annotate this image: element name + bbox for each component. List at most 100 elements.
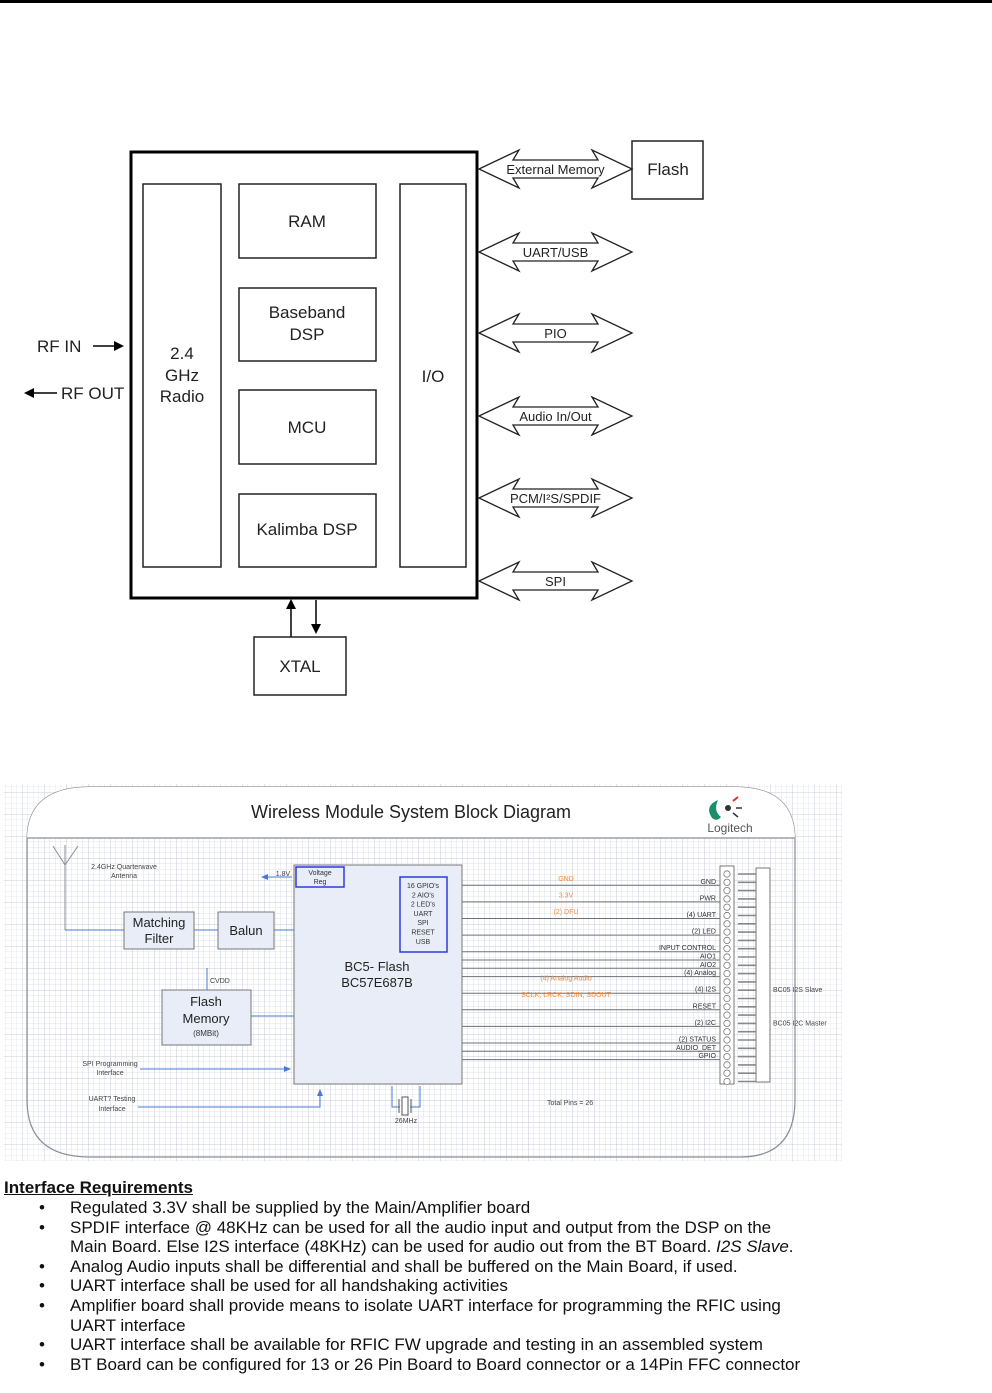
signal-note: 3.3V (559, 893, 574, 900)
signal-note: (2) DFU (554, 909, 579, 916)
baseband-dsp-block (238, 287, 377, 362)
voltage-reg-line2: Reg (314, 879, 327, 886)
uart-test-line2: Interface (98, 1106, 125, 1113)
io-list-item: RESET (411, 930, 435, 937)
chip-block-diagram: 2.4 GHz Radio RAM Baseband DSP MCU Kalim… (24, 140, 704, 696)
interface-label: SPI (545, 574, 566, 589)
antenna-label-line2: Antenna (111, 873, 137, 880)
requirement-item: Analog Audio inputs shall be differentia… (39, 1257, 904, 1277)
flash-label: Flash (647, 160, 689, 179)
connector-pin (723, 953, 731, 961)
rf-out-label: RF OUT (61, 384, 124, 403)
pin-label: AUDIO_DET (676, 1045, 717, 1052)
pin-label: GPIO (698, 1053, 716, 1060)
io-list-item: SPI (417, 920, 428, 927)
radio-block (142, 183, 222, 568)
requirements-list: Regulated 3.3V shall be supplied by the … (4, 1198, 904, 1374)
connector-pin (723, 886, 731, 895)
connector-pin (723, 1069, 731, 1077)
baseband-label-line2: DSP (290, 325, 325, 344)
v18-label: 1.8V (276, 871, 291, 878)
io-list-item: 2 LED's (411, 902, 436, 909)
pin-label: AIO1 (700, 954, 716, 961)
io-list-item: UART (414, 911, 434, 918)
flash-block (631, 140, 704, 200)
pin-label: (2) LED (692, 929, 716, 936)
interface-label: PIO (544, 326, 566, 341)
connector-pin (723, 911, 731, 920)
connector-pin (723, 1019, 731, 1028)
xtal-arrows (286, 599, 321, 637)
io-list-block (399, 876, 448, 953)
connector-pin (723, 928, 731, 936)
connector-pin (723, 1011, 731, 1019)
connector-header (755, 867, 771, 1083)
matching-filter-line2: Filter (145, 931, 175, 946)
pin-label: (4) I2S (695, 987, 716, 994)
baseband-label-line1: Baseband (269, 303, 346, 322)
interface-requirements: Interface Requirements Regulated 3.3V sh… (4, 1178, 904, 1374)
connector-pin (723, 895, 731, 903)
connector-pin (723, 1077, 731, 1086)
rf-in-arrow (93, 341, 124, 351)
system-diagram-title: Wireless Module System Block Diagram (251, 802, 571, 822)
rf-wires (65, 929, 294, 1017)
kalimba-label: Kalimba DSP (256, 520, 357, 539)
pin-label: INPUT CONTROL (659, 945, 716, 952)
flash-memory-block (161, 989, 252, 1046)
requirement-item: UART interface shall be available for RF… (39, 1335, 904, 1355)
interface-arrow: Audio In/Out (477, 395, 634, 437)
connector-pin (723, 978, 731, 986)
kalimba-dsp-block (238, 493, 377, 568)
side-note: BC05 I2S Slave (773, 987, 823, 994)
uart-test-line1: UART? Testing (89, 1096, 136, 1103)
crystal-icon (391, 1086, 421, 1116)
uart-testing-wire (138, 1089, 323, 1108)
io-block (399, 183, 467, 568)
connector-pin (723, 1053, 731, 1061)
balun-label: Balun (229, 923, 262, 938)
page-top-rule (0, 0, 992, 3)
crystal-label: 26MHz (395, 1118, 418, 1125)
radio-label-line2: GHz (165, 366, 199, 385)
interface-label: External Memory (506, 162, 605, 177)
connector-pin (723, 945, 731, 953)
pin-label: (4) Analog (684, 970, 716, 977)
connector-pin (723, 920, 731, 928)
interface-arrow: External Memory (477, 148, 634, 190)
connector-pin (723, 870, 731, 878)
requirement-item: SPDIF interface @ 48KHz can be used for … (39, 1218, 904, 1257)
connector-pin (723, 969, 731, 978)
connector-pin (723, 1003, 731, 1011)
interface-label: UART/USB (523, 245, 589, 260)
connector-pin (723, 903, 731, 911)
rf-in-label: RF IN (37, 337, 81, 356)
connector-pin (723, 986, 731, 994)
io-label: I/O (422, 367, 445, 386)
xtal-label: XTAL (279, 657, 320, 676)
interface-label: PCM/I²S/SPDIF (510, 491, 601, 506)
pin-label: (4) UART (687, 912, 717, 919)
antenna-icon (52, 845, 79, 930)
interface-arrow: PIO (477, 312, 634, 354)
interface-arrow: UART/USB (477, 231, 634, 273)
voltage-reg-line1: Voltage (308, 870, 331, 877)
io-list-item: 2 AIO's (412, 892, 435, 899)
connector-pin (723, 936, 731, 945)
requirement-item: UART interface shall be used for all han… (39, 1276, 904, 1296)
requirement-item: Amplifier board shall provide means to i… (39, 1296, 904, 1335)
spi-prog-line1: SPI Programming (82, 1061, 137, 1068)
pin-label: (2) STATUS (679, 1037, 716, 1044)
signal-note: SCLK, LRCK, SDIN, SDOUT (521, 992, 612, 999)
chip-label-line1: BC5- Flash (344, 959, 409, 974)
connector-pin (723, 994, 731, 1003)
pin-label: PWR (700, 895, 716, 902)
radio-label-line1: 2.4 (170, 344, 194, 363)
matching-filter-block (123, 911, 195, 950)
balun-block (217, 911, 275, 950)
interface-label: Audio In/Out (519, 409, 592, 424)
mcu-block (238, 389, 377, 465)
ram-block (238, 183, 377, 259)
pin-label: (2) I2C (695, 1020, 716, 1027)
matching-filter-line1: Matching (133, 915, 186, 930)
